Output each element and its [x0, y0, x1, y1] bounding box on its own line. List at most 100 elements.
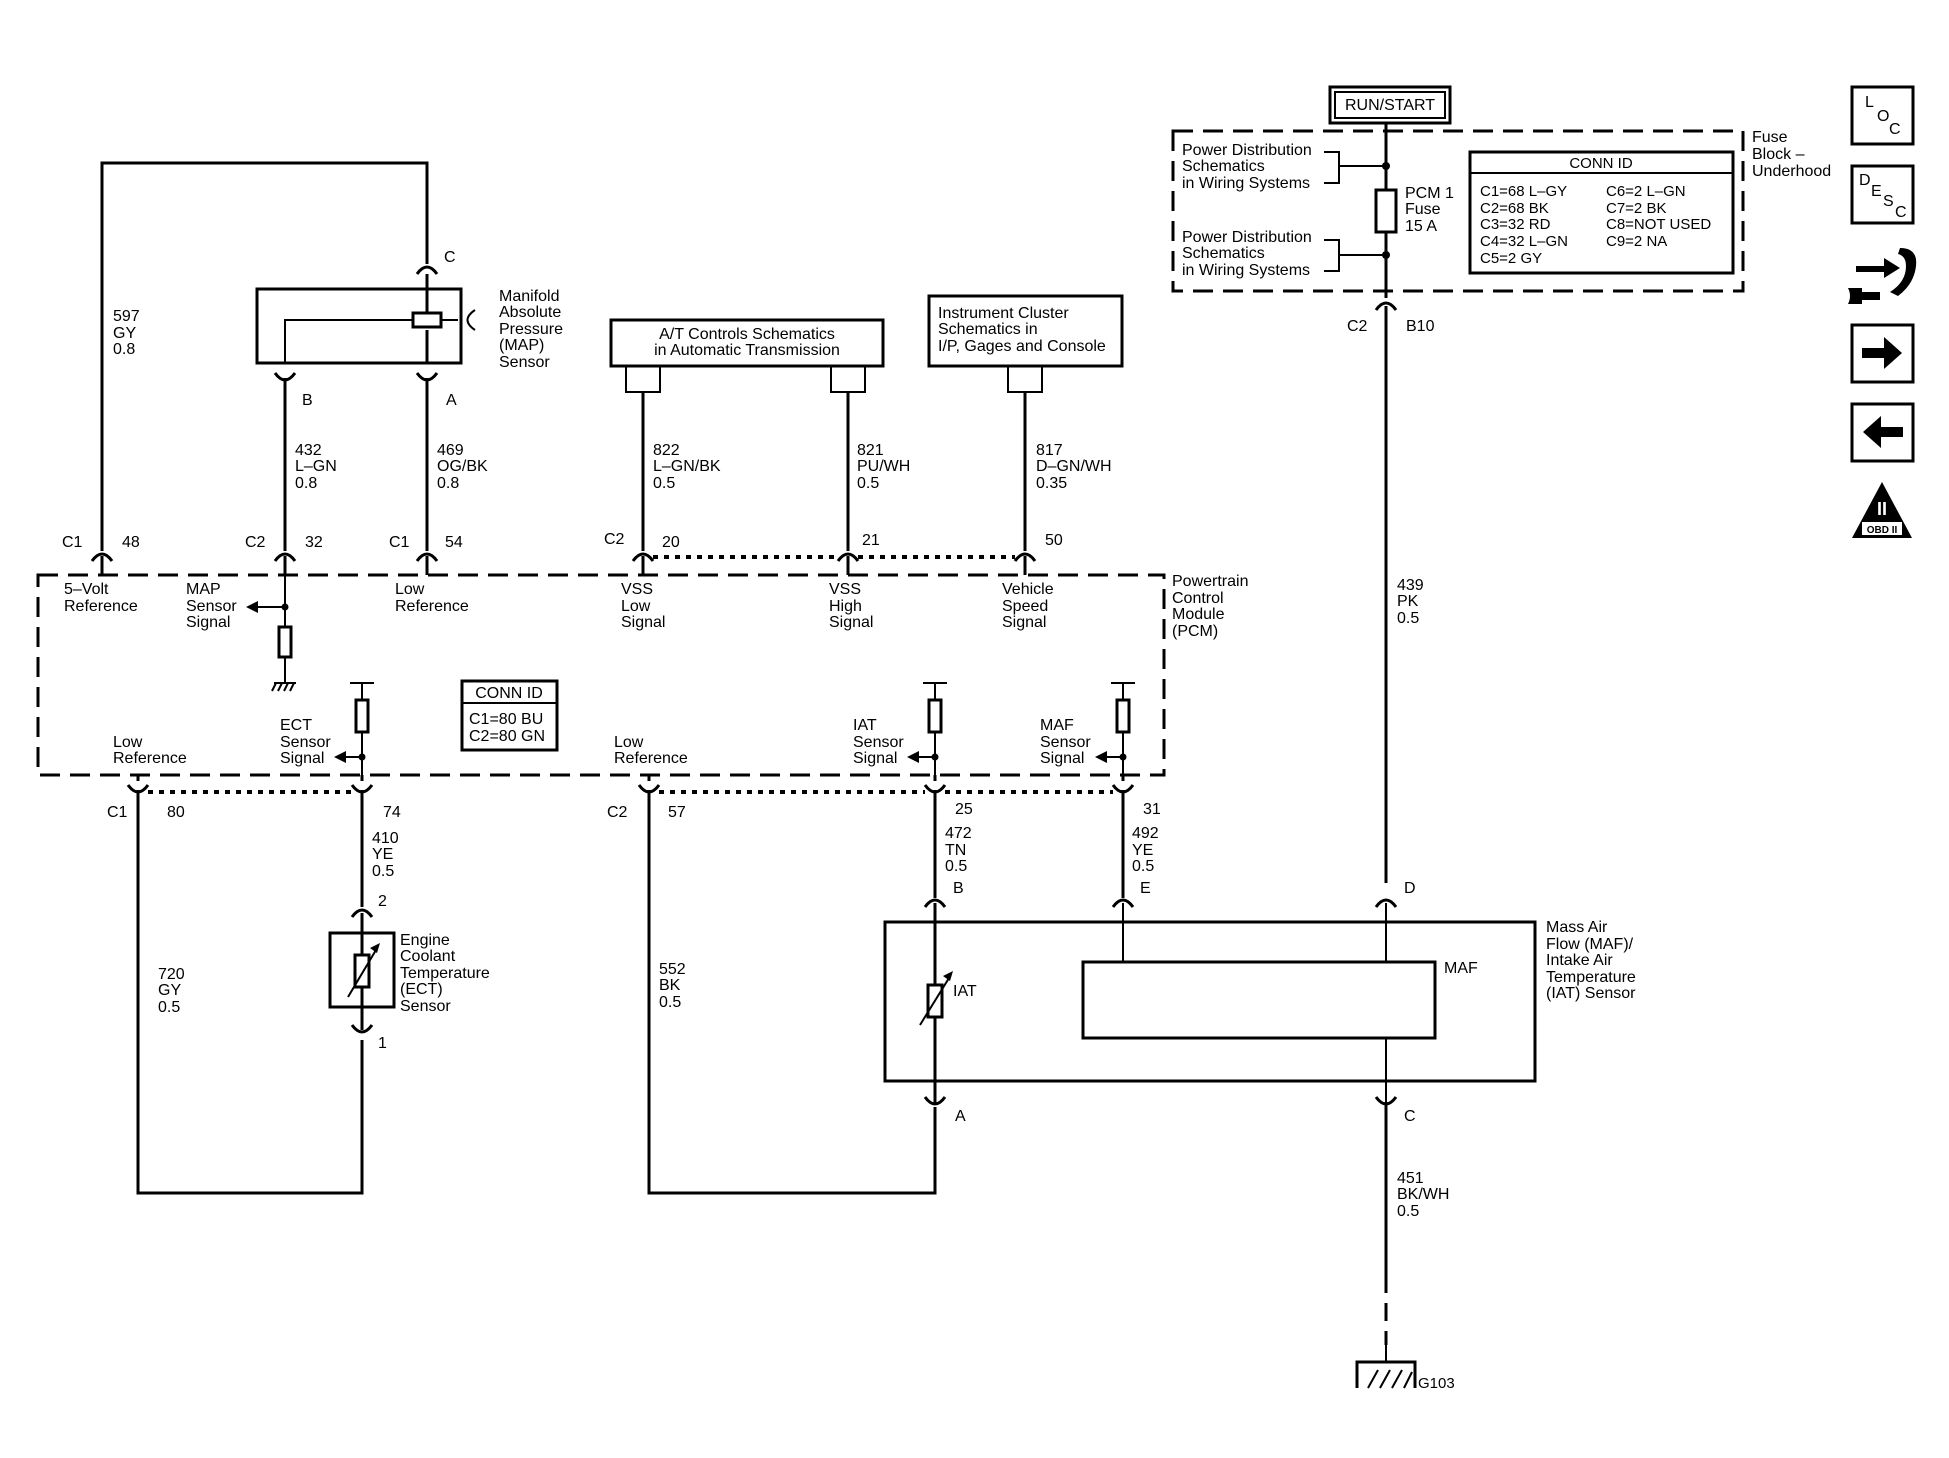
maf-iat-sensor: B E D IAT MAF Mass Air Flow (MAF)/ Intak…: [883, 880, 1636, 1125]
svg-text:15 A: 15 A: [1405, 218, 1437, 235]
svg-text:A: A: [446, 392, 457, 409]
fuse-block-conn-id: CONN ID C1=68 L–GY C2=68 BK C3=32 RD C4=…: [1468, 150, 1735, 275]
svg-text:C3=32 RD: C3=32 RD: [1480, 216, 1551, 233]
svg-text:B10: B10: [1406, 318, 1435, 335]
svg-text:21: 21: [862, 532, 880, 549]
svg-text:YE: YE: [372, 846, 393, 863]
svg-text:G103: G103: [1418, 1375, 1455, 1392]
svg-text:817: 817: [1036, 442, 1063, 459]
svg-text:Sensor: Sensor: [280, 734, 331, 751]
svg-text:TN: TN: [945, 842, 966, 859]
svg-text:PU/WH: PU/WH: [857, 458, 910, 475]
wrench-icon[interactable]: [1848, 248, 1917, 304]
svg-text:(IAT) Sensor: (IAT) Sensor: [1546, 985, 1636, 1002]
svg-text:Sensor: Sensor: [499, 354, 550, 371]
svg-text:0.5: 0.5: [158, 999, 180, 1016]
svg-text:0.5: 0.5: [857, 475, 879, 492]
svg-text:Schematics in: Schematics in: [938, 321, 1038, 338]
svg-text:80: 80: [167, 804, 185, 821]
wire-597: 597 GY 0.8: [113, 308, 140, 358]
arrow-right-icon: [1862, 337, 1902, 369]
svg-text:MAF: MAF: [1040, 717, 1074, 734]
svg-text:Block –: Block –: [1752, 146, 1805, 163]
svg-text:C7=2 BK: C7=2 BK: [1606, 200, 1666, 217]
svg-text:Reference: Reference: [113, 750, 187, 767]
power-distribution-ref-1[interactable]: Power Distribution Schematics in Wiring …: [1182, 142, 1386, 192]
svg-text:II: II: [1877, 499, 1887, 519]
svg-text:0.5: 0.5: [1397, 1203, 1419, 1220]
svg-text:MAF: MAF: [1444, 960, 1478, 977]
svg-text:Vehicle: Vehicle: [1002, 581, 1054, 598]
svg-text:MAP: MAP: [186, 581, 221, 598]
svg-text:Signal: Signal: [280, 750, 324, 767]
ect-sensor: 2 Engine Coolant Temperature (ECT) Senso…: [328, 893, 490, 1052]
previous-page-button[interactable]: [1850, 402, 1915, 463]
svg-text:Sensor: Sensor: [186, 598, 237, 615]
svg-text:CONN ID: CONN ID: [1569, 155, 1633, 172]
svg-text:in Wiring Systems: in Wiring Systems: [1182, 262, 1310, 279]
svg-text:C8=NOT USED: C8=NOT USED: [1606, 216, 1711, 233]
wire-469: 469 OG/BK 0.8: [437, 442, 488, 492]
svg-text:C5=2 GY: C5=2 GY: [1480, 250, 1542, 267]
loc-button[interactable]: L O C: [1850, 85, 1915, 146]
desc-button[interactable]: D E S C: [1850, 164, 1915, 225]
svg-text:20: 20: [662, 534, 680, 551]
svg-text:C6=2 L–GN: C6=2 L–GN: [1606, 183, 1686, 200]
svg-text:Low: Low: [614, 734, 644, 751]
svg-text:31: 31: [1143, 801, 1161, 818]
svg-text:5–Volt: 5–Volt: [64, 581, 109, 598]
obd-ii-icon[interactable]: II OBD II: [1852, 482, 1912, 538]
svg-text:Signal: Signal: [1040, 750, 1084, 767]
wire-822: 822 L–GN/BK 0.5: [653, 442, 721, 492]
pcm1-fuse: [1374, 188, 1398, 234]
svg-text:0.5: 0.5: [945, 858, 967, 875]
svg-text:CONN ID: CONN ID: [475, 685, 543, 702]
svg-text:(ECT): (ECT): [400, 981, 443, 998]
svg-text:Sensor: Sensor: [400, 998, 451, 1015]
svg-text:0.5: 0.5: [659, 994, 681, 1011]
svg-text:C1: C1: [62, 534, 83, 551]
svg-text:Reference: Reference: [614, 750, 688, 767]
svg-text:Fuse: Fuse: [1405, 201, 1441, 218]
svg-text:Module: Module: [1172, 606, 1225, 623]
svg-text:E: E: [1871, 183, 1882, 200]
svg-text:Temperature: Temperature: [400, 965, 490, 982]
svg-text:C2: C2: [1347, 318, 1368, 335]
next-page-button[interactable]: [1850, 323, 1915, 384]
svg-text:GY: GY: [158, 982, 181, 999]
svg-text:Low: Low: [113, 734, 143, 751]
svg-text:YE: YE: [1132, 842, 1153, 859]
svg-text:(MAP): (MAP): [499, 337, 544, 354]
svg-text:Schematics: Schematics: [1182, 245, 1265, 262]
svg-text:C1=80 BU: C1=80 BU: [469, 711, 543, 728]
svg-text:Fuse: Fuse: [1752, 129, 1788, 146]
svg-text:Speed: Speed: [1002, 598, 1048, 615]
at-controls-ref[interactable]: A/T Controls Schematics in Automatic Tra…: [609, 318, 885, 393]
wire-472: 472 TN 0.5: [945, 825, 972, 875]
power-distribution-ref-2[interactable]: Power Distribution Schematics in Wiring …: [1182, 229, 1386, 279]
svg-text:C2=68 BK: C2=68 BK: [1480, 200, 1549, 217]
svg-text:L–GN: L–GN: [295, 458, 337, 475]
fuse-block-underhood: Fuse Block – Underhood Power Distributio…: [1171, 123, 1831, 298]
svg-text:822: 822: [653, 442, 680, 459]
svg-text:O: O: [1877, 108, 1889, 125]
svg-text:Reference: Reference: [395, 598, 469, 615]
wire-432: 432 L–GN 0.8: [295, 442, 337, 492]
svg-text:C: C: [1889, 121, 1901, 138]
wire-451: 451 BK/WH 0.5: [1384, 1102, 1449, 1345]
svg-text:439: 439: [1397, 577, 1424, 594]
svg-text:57: 57: [668, 804, 686, 821]
svg-text:B: B: [953, 880, 964, 897]
svg-text:D: D: [1859, 172, 1871, 189]
svg-text:L: L: [1865, 94, 1874, 111]
map-sensor: C Manifold Absolute Pressure (MAP) Senso…: [100, 161, 563, 551]
svg-text:597: 597: [113, 308, 140, 325]
instrument-cluster-ref[interactable]: Instrument Cluster Schematics in I/P, Ga…: [927, 294, 1124, 393]
svg-text:Mass Air: Mass Air: [1546, 919, 1608, 936]
svg-text:Control: Control: [1172, 590, 1224, 607]
pcm-top-connectors: C1 48 C2 32 C1 54 C2 20 21 50: [62, 531, 1063, 575]
svg-text:Manifold: Manifold: [499, 288, 559, 305]
svg-text:Intake Air: Intake Air: [1546, 952, 1613, 969]
svg-text:E: E: [1140, 880, 1151, 897]
